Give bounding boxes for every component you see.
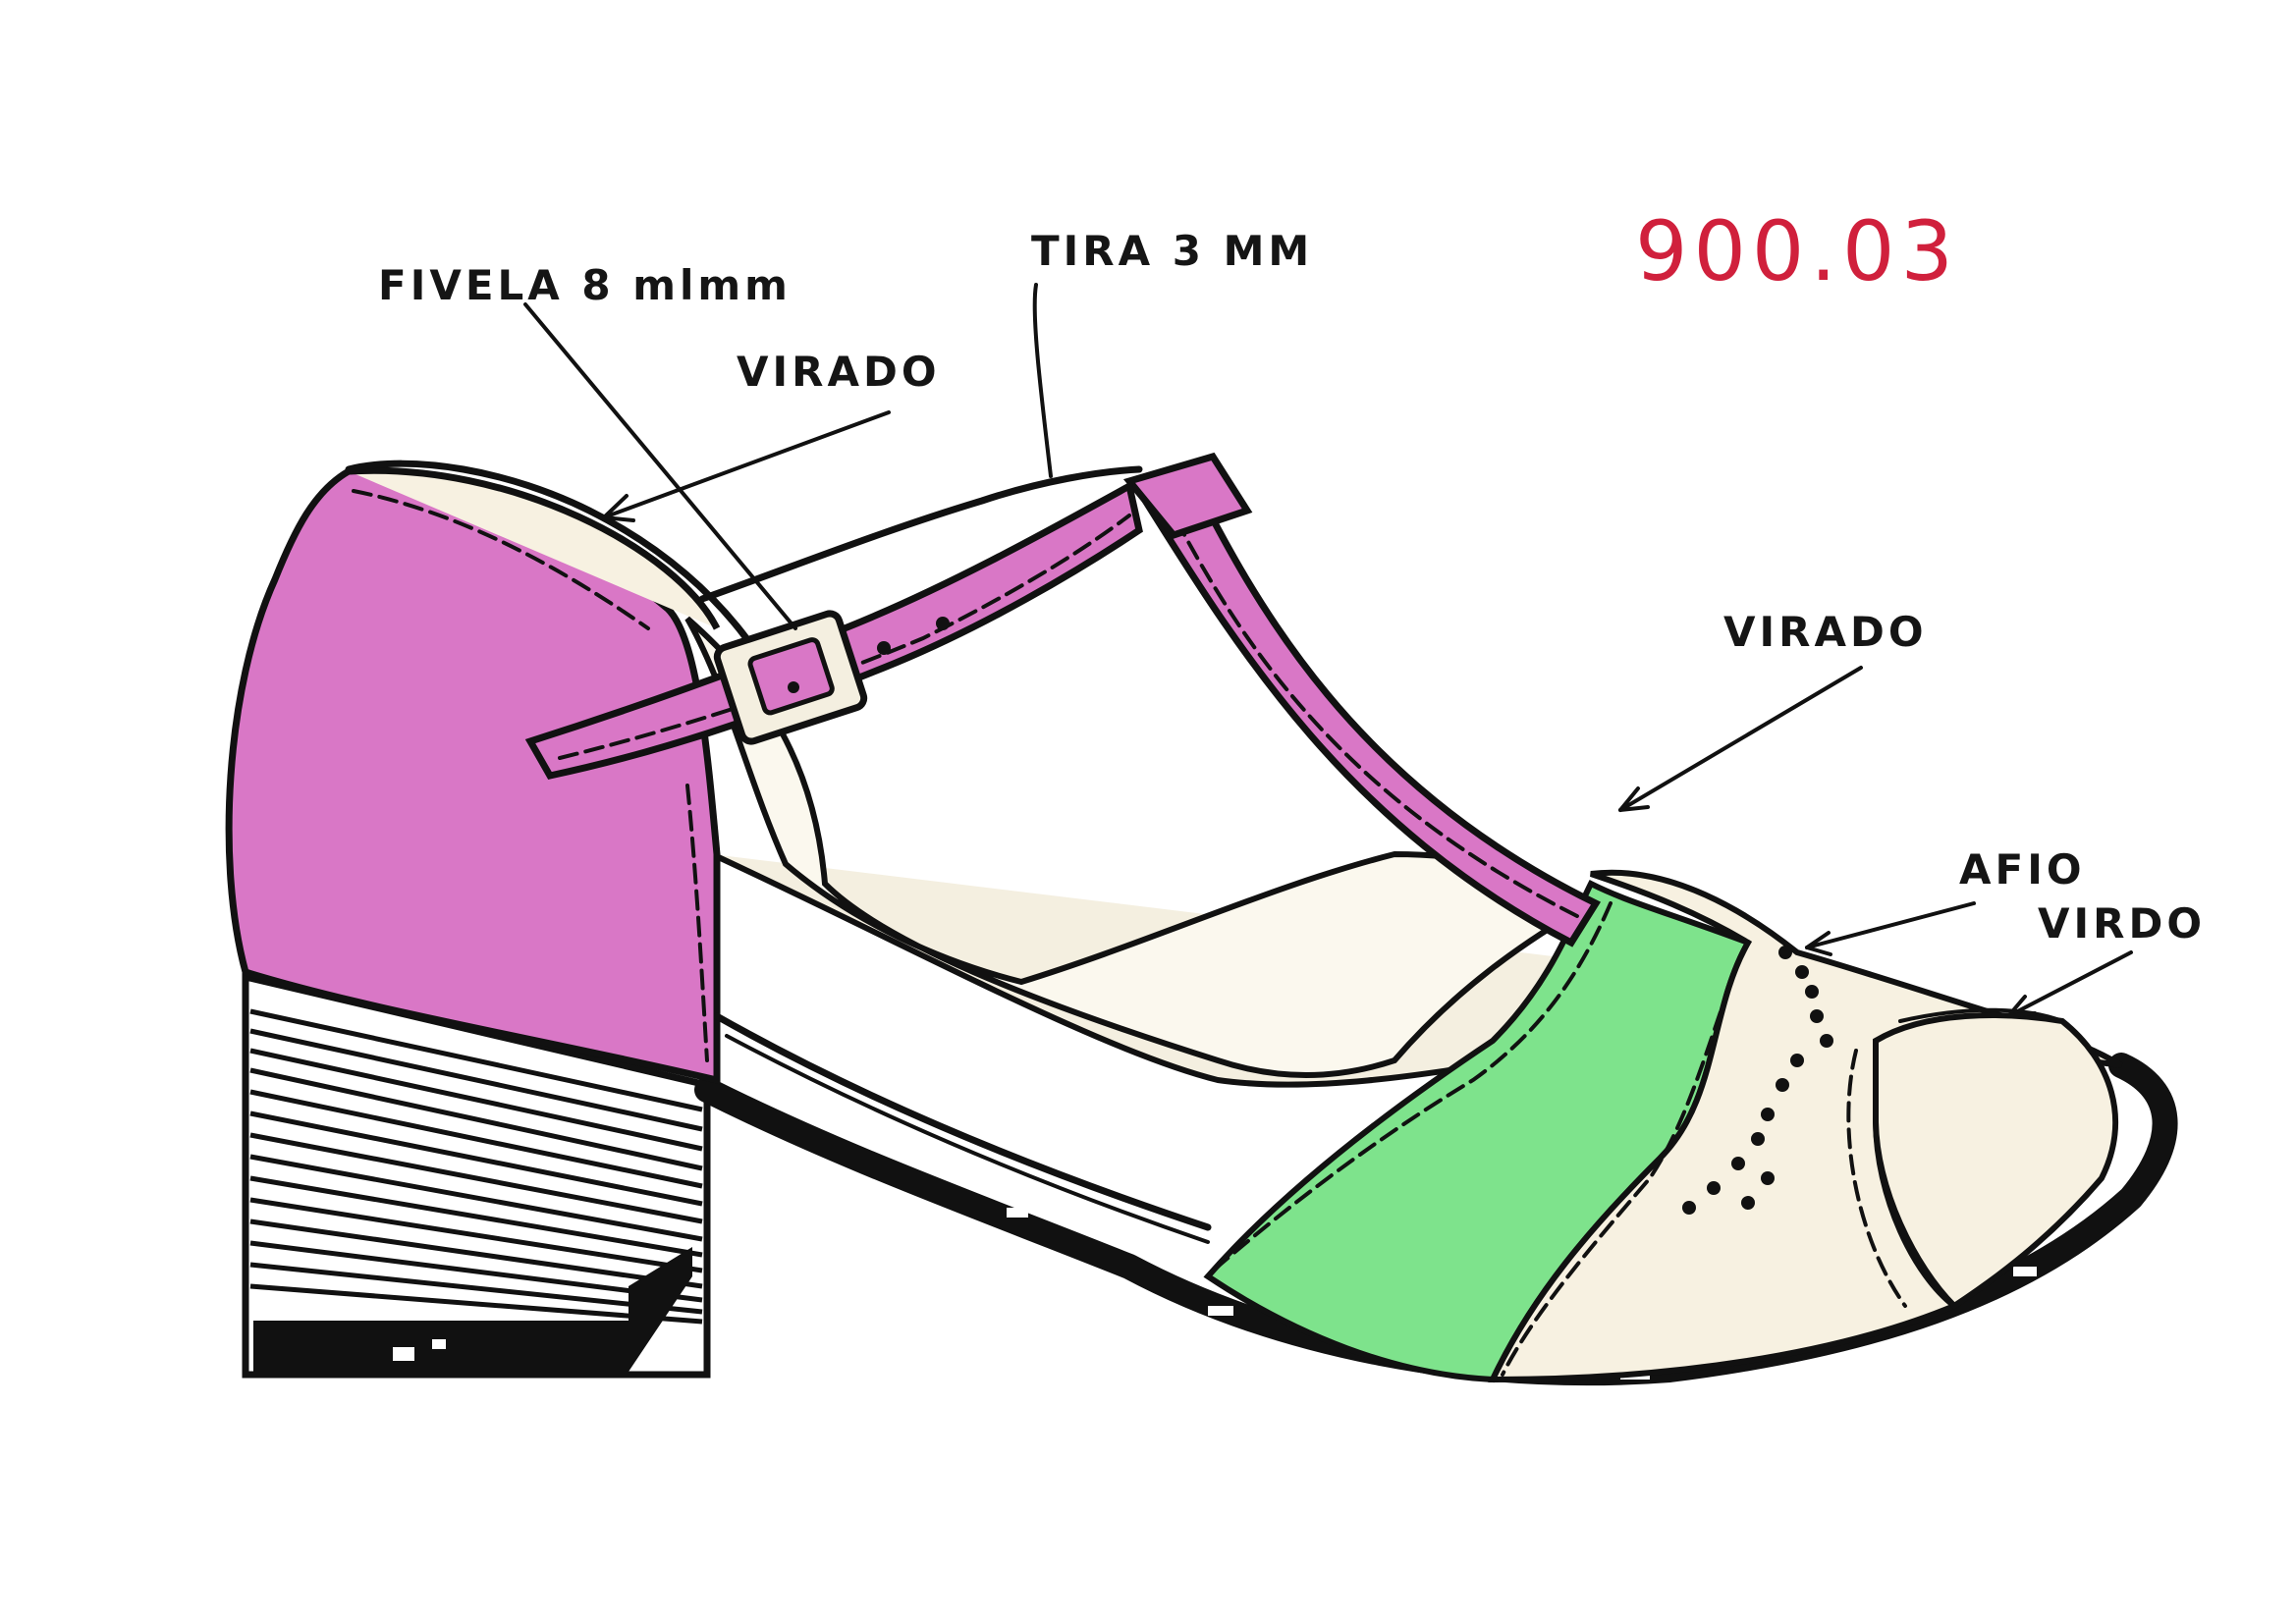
annotation-leaders: [523, 283, 2133, 1018]
label-fivela: FIVELA 8 mlmm: [378, 261, 792, 309]
t-strap-vertical: [1122, 452, 1602, 947]
toe-cap: [1488, 869, 2004, 1383]
leader-virado-toe: [2006, 950, 2133, 1018]
perforation-dots: [1682, 946, 1833, 1215]
leader-fivela: [523, 302, 797, 630]
heel-counter: [225, 466, 721, 1085]
leader-tira: [1032, 283, 1053, 478]
heel-block: [242, 972, 711, 1379]
label-afio: AFIO: [1959, 845, 2086, 893]
peep-toe-opening: [1873, 1012, 2118, 1310]
leader-virado-heel: [602, 410, 891, 519]
heel-stack-lines: [249, 1008, 703, 1325]
leader-afio: [1805, 901, 1976, 949]
strap-hole: [936, 617, 950, 630]
model-code: 900.03: [1635, 203, 1959, 299]
label-virado-toe: VIRDO: [2038, 899, 2206, 947]
label-virado-heel: VIRADO: [737, 348, 941, 396]
buckle: [713, 610, 868, 745]
leader-virado-vamp: [1618, 666, 1863, 812]
label-virado-vamp: VIRADO: [1723, 608, 1928, 656]
label-tira: TIRA 3 MM: [1031, 227, 1313, 275]
strap-hole: [877, 641, 891, 655]
